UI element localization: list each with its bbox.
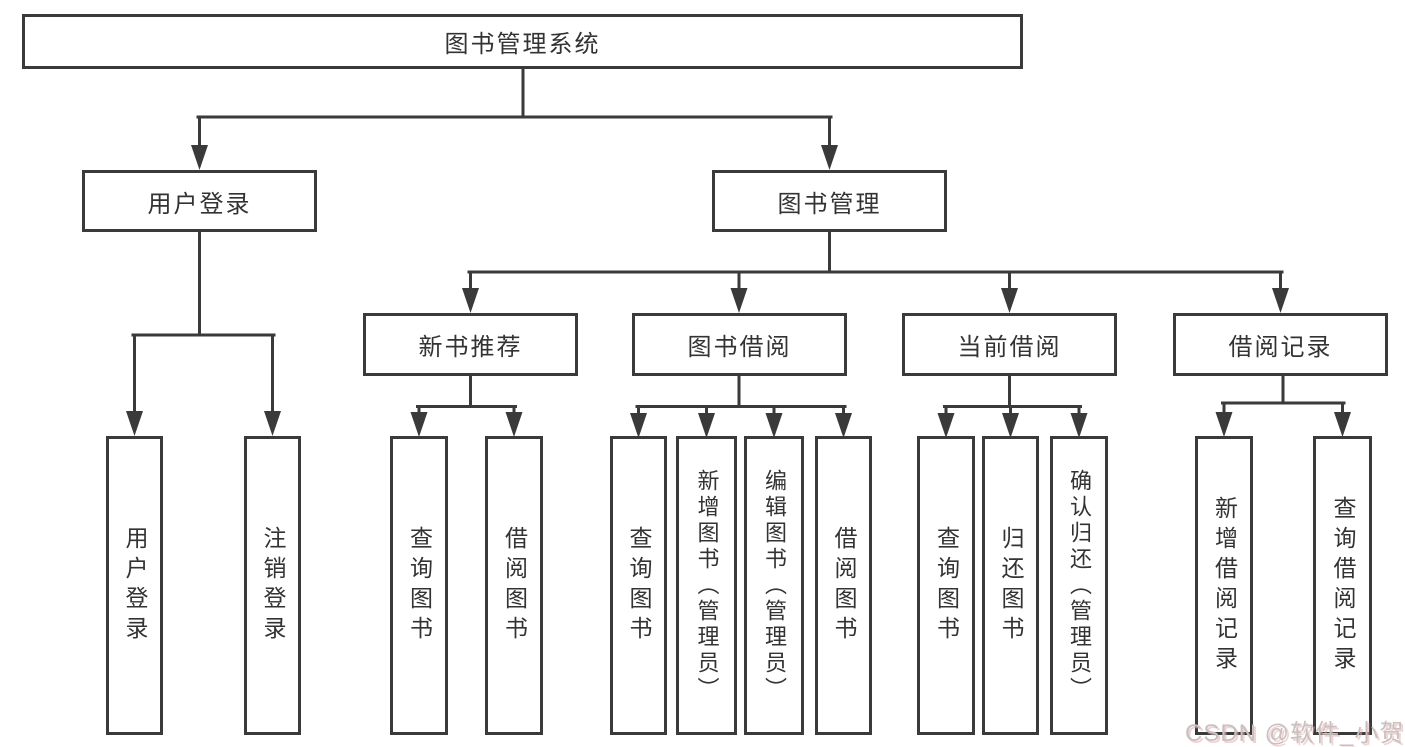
- leaf-return-book: 归还图书: [982, 436, 1039, 735]
- leaf-user-login-label: 用户登录: [122, 525, 148, 646]
- node-book-management-label: 图书管理: [777, 190, 882, 218]
- leaf-borrow-books-recommend: 借阅图书: [485, 436, 543, 735]
- leaf-query-books-borrow-label: 查询图书: [626, 525, 652, 646]
- leaf-edit-book-admin: 编辑图书（管理员）: [744, 436, 804, 735]
- node-user-login: 用户登录: [82, 170, 317, 232]
- node-borrow-records: 借阅记录: [1173, 313, 1388, 376]
- node-borrow-records-label: 借阅记录: [1228, 334, 1333, 361]
- leaf-logout-label: 注销登录: [260, 525, 286, 646]
- leaf-borrow-books-recommend-label: 借阅图书: [501, 525, 528, 646]
- leaf-return-book-label: 归还图书: [998, 525, 1024, 646]
- leaf-logout: 注销登录: [244, 436, 301, 735]
- leaf-query-borrow-record: 查询借阅记录: [1313, 436, 1372, 735]
- leaf-user-login: 用户登录: [106, 436, 163, 735]
- leaf-add-book-admin: 新增图书（管理员）: [676, 436, 737, 735]
- node-new-book-recommend-label: 新书推荐: [418, 334, 523, 361]
- leaf-borrow-books-label: 借阅图书: [831, 525, 857, 646]
- leaf-borrow-books: 借阅图书: [815, 436, 872, 735]
- node-current-borrow: 当前借阅: [902, 313, 1117, 376]
- leaf-confirm-return-admin-label: 确认归还（管理员）: [1067, 468, 1092, 703]
- leaf-query-books-recommend-label: 查询图书: [406, 525, 433, 646]
- leaf-query-books-current: 查询图书: [917, 436, 975, 735]
- leaf-edit-book-admin-label: 编辑图书（管理员）: [762, 468, 787, 703]
- node-user-login-label: 用户登录: [147, 190, 252, 218]
- leaf-query-borrow-record-label: 查询借阅记录: [1330, 495, 1356, 676]
- leaf-add-borrow-record-label: 新增借阅记录: [1211, 495, 1238, 676]
- leaf-add-borrow-record: 新增借阅记录: [1195, 436, 1253, 735]
- csdn-watermark: CSDN @软件_小贺同学: [1185, 720, 1405, 747]
- node-root-label: 图书管理系统: [444, 31, 601, 58]
- node-new-book-recommend: 新书推荐: [363, 313, 578, 376]
- leaf-add-book-admin-label: 新增图书（管理员）: [694, 468, 720, 703]
- node-book-borrow: 图书借阅: [632, 313, 847, 376]
- leaf-query-books-borrow: 查询图书: [610, 436, 667, 735]
- node-current-borrow-label: 当前借阅: [957, 334, 1062, 361]
- node-book-management: 图书管理: [712, 170, 947, 232]
- leaf-query-books-recommend: 查询图书: [390, 436, 448, 735]
- leaf-query-books-current-label: 查询图书: [933, 525, 960, 646]
- node-root: 图书管理系统: [22, 14, 1023, 69]
- node-book-borrow-label: 图书借阅: [687, 334, 792, 361]
- leaf-confirm-return-admin: 确认归还（管理员）: [1050, 436, 1108, 735]
